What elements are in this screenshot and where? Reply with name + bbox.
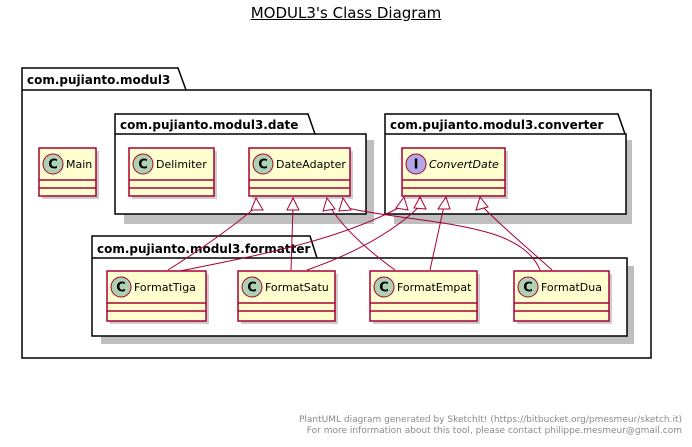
class-name: FormatDua [541,281,602,294]
arrowhead-dateadapter-2 [286,196,300,211]
class-name: FormatSatu [265,281,329,294]
relation-formatempat-dateadapter [329,206,396,271]
class-name: ConvertDate [429,158,499,171]
package-formatter-label: com.pujianto.modul3.formatter [97,242,310,256]
class-name: FormatEmpat [397,281,472,294]
relation-arrowheads [250,195,489,212]
class-badge-letter: C [247,281,257,296]
class-name: FormatTiga [134,281,196,294]
class-badge-icon [241,276,263,298]
class-badge-icon [252,153,274,175]
class-badge-letter: C [258,158,268,173]
interface-badge-icon [405,153,427,175]
class-badge-letter: C [379,281,389,296]
class-name: Delimiter [156,158,207,171]
class-convert-date: I ConvertDate [401,147,508,199]
relation-formatempat-convertdate [429,205,445,271]
class-badge-icon [42,153,64,175]
diagram-title: MODUL3's Class Diagram [250,4,442,22]
class-badge-icon [373,276,395,298]
arrowhead-convertdate-3 [437,195,451,210]
class-badge-letter: I [414,158,419,173]
arrowhead-convertdate-1 [395,195,409,211]
class-main: C Main [38,147,99,199]
class-badge-icon [110,276,132,298]
class-format-empat: C FormatEmpat [369,270,480,324]
arrowhead-dateadapter-3 [322,196,336,212]
arrowhead-dateadapter-4 [338,196,352,212]
package-converter-label: com.pujianto.modul3.converter [390,118,604,132]
relations [167,205,553,273]
class-badge-icon [517,276,539,298]
relation-formatdua-dateadapter [342,206,541,271]
class-date-adapter: C DateAdapter [248,147,353,199]
relation-formatsatu-convertdate [306,205,421,271]
class-format-dua: C FormatDua [513,270,612,324]
class-badge-letter: C [116,281,126,296]
class-name: DateAdapter [276,158,346,171]
relation-formattiga-dateadapter [167,206,257,271]
class-format-satu: C FormatSatu [237,270,338,324]
class-badge-letter: C [48,158,58,173]
arrowhead-convertdate-4 [475,195,489,211]
class-badge-letter: C [138,158,148,173]
class-delimiter: C Delimiter [128,147,217,199]
relation-formattiga-convertdate [174,205,403,273]
relation-formatsatu-dateadapter [290,206,294,271]
package-root-label: com.pujianto.modul3 [27,73,170,87]
relation-formatdua-convertdate [481,205,553,271]
class-badge-letter: C [523,281,533,296]
class-badge-icon [132,153,154,175]
footer-line-1: PlantUML diagram generated by SketchIt! … [298,415,682,425]
arrowhead-convertdate-2 [413,195,427,210]
package-date-label: com.pujianto.modul3.date [120,118,298,132]
class-format-tiga: C FormatTiga [106,270,209,324]
arrowhead-dateadapter-1 [250,196,264,211]
footer-line-2: For more information about this tool, pl… [306,426,682,436]
class-name: Main [66,158,92,171]
